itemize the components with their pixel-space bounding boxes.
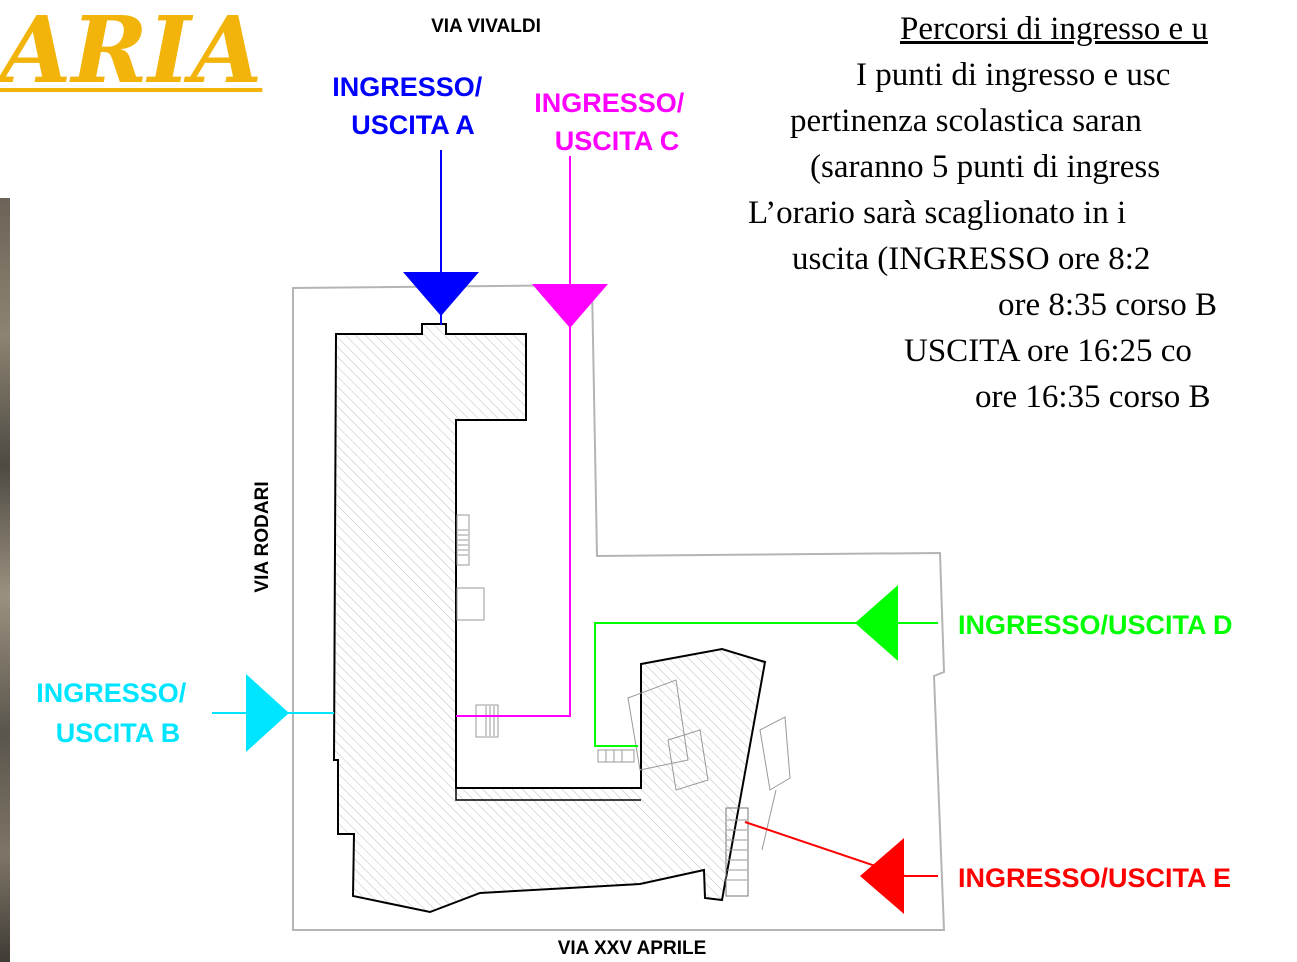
- notes-line: L’orario sarà scaglionato in i: [748, 195, 1127, 231]
- notes-line: USCITA ore 16:25 co: [904, 333, 1192, 369]
- street-label-west: VIA RODARI: [252, 481, 273, 592]
- entrance-e-label: INGRESSO/USCITA E: [958, 863, 1231, 893]
- notes-line: uscita (INGRESSO ore 8:2: [792, 241, 1151, 277]
- entrance-e-route: [744, 821, 938, 914]
- notes-line: ore 16:35 corso B: [975, 379, 1211, 415]
- notes-line: ore 8:35 corso B: [998, 287, 1218, 323]
- street-label-south: VIA XXV APRILE: [558, 938, 707, 959]
- notes-line: pertinenza scolastica saran: [790, 103, 1142, 139]
- property-boundary: [292, 283, 946, 931]
- photo-strip: [0, 198, 10, 962]
- notes-line: (saranno 5 punti di ingress: [810, 149, 1161, 185]
- entrance-d-label: INGRESSO/USCITA D: [958, 610, 1233, 640]
- entrance-b-route: [212, 674, 334, 752]
- entrance-a-label: INGRESSO/ USCITA A: [332, 72, 490, 140]
- notes-heading: Percorsi di ingresso e u: [900, 11, 1208, 47]
- notes-line: I punti di ingresso e usc: [856, 57, 1171, 93]
- street-label-north: VIA VIVALDI: [431, 16, 541, 37]
- courtyard-edge: [455, 420, 641, 801]
- notes-text: Percorsi di ingresso e u I punti di ingr…: [730, 6, 1297, 420]
- entrance-b-label: INGRESSO/ USCITA B: [36, 678, 194, 748]
- entrance-a-route: [403, 150, 479, 325]
- school-building: [332, 323, 767, 914]
- title-word: ARIA: [0, 0, 263, 104]
- entrance-c-route: [456, 156, 608, 717]
- entrance-c-label: INGRESSO/ USCITA C: [534, 88, 692, 156]
- building-details: [456, 514, 791, 897]
- entrance-d-route: [594, 585, 938, 747]
